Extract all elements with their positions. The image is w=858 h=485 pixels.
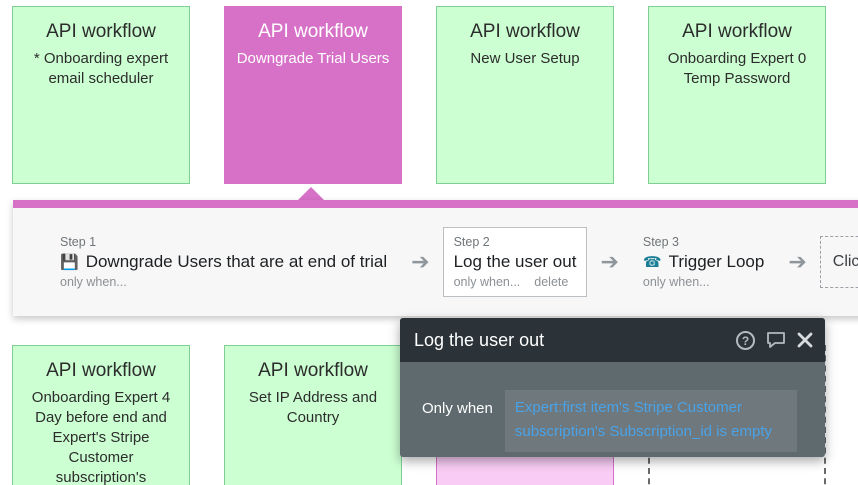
card-type-label: API workflow [682,21,792,42]
card-name-label: New User Setup [470,50,580,67]
step-only-when-label: only when... [453,275,521,289]
step-number-label: Step 3 [642,235,680,249]
card-type-label: API workflow [46,21,156,42]
step-arrow-icon: ➔ [600,249,619,274]
step-title-label: Log the user out [453,252,577,271]
property-editor-panel: Log the user out ? Only when [400,318,825,457]
property-editor-title: Log the user out [414,330,545,350]
property-editor-header: Log the user out ? [400,318,825,362]
workflow-card[interactable]: API workflow * Onboarding expert email s… [12,6,190,184]
step-arrow-icon: ➔ [788,249,807,274]
step-title-row: ☎ Trigger Loop [643,250,764,274]
step-title-label: Trigger Loop [668,252,765,271]
only-when-label: Only when [422,400,493,417]
workflow-card[interactable]: API workflow Set IP Address and Country [224,345,402,485]
step-only-when-label: only when... [642,275,710,289]
step-meta-row: only when... delete [454,274,577,291]
step-list: Step 1 💾 Downgrade Users that are at end… [13,226,858,298]
step-title-label: Downgrade Users that are at end of trial [85,252,388,271]
step-panel-accent-bar [13,200,858,208]
help-icon[interactable]: ? [736,330,755,350]
workflow-card[interactable]: API workflow Onboarding Expert 0 Temp Pa… [648,6,826,184]
save-icon: 💾 [60,253,79,271]
workflow-card[interactable]: API workflow Onboarding Expert 4 Day bef… [12,345,190,485]
card-name-label: Onboarding Expert 0 Temp Password [667,50,807,87]
step-arrow-icon: ➔ [411,249,430,274]
svg-text:?: ? [742,334,749,348]
workflow-step-1[interactable]: Step 1 💾 Downgrade Users that are at end… [49,227,398,297]
workflow-card[interactable]: API workflow New User Setup [436,6,614,184]
workflow-step-panel: Step 1 💾 Downgrade Users that are at end… [13,200,858,316]
card-name-label: Onboarding Expert 4 Day before end and E… [31,389,171,485]
step-meta-row: only when... [60,274,387,291]
step-title-row: Log the user out [454,250,577,274]
card-type-label: API workflow [258,360,368,381]
workflow-card-selected[interactable]: API workflow Downgrade Trial Users [224,6,402,184]
workflow-step-3[interactable]: Step 3 ☎ Trigger Loop only when... [632,227,775,297]
only-when-expression-text: Expert:first item's Stripe Customer subs… [514,399,773,440]
only-when-expression-field[interactable]: Expert:first item's Stripe Customer subs… [504,390,797,452]
add-step-button[interactable]: Click here to [819,236,858,288]
comment-icon[interactable] [766,331,786,350]
card-type-label: API workflow [470,21,580,42]
step-meta-row: only when... [643,274,764,291]
step-title-row: 💾 Downgrade Users that are at end of tri… [60,250,387,274]
step-number-label: Step 1 [60,235,97,249]
close-icon[interactable] [797,332,813,348]
step-only-when-label: only when... [60,275,127,289]
card-name-label: * Onboarding expert email scheduler [33,50,169,87]
card-name-label: Downgrade Trial Users [236,50,390,67]
alarm-icon: ☎ [642,253,662,271]
workflow-step-2[interactable]: Step 2 Log the user out only when... del… [442,227,588,297]
step-delete-link[interactable]: delete [534,275,569,289]
card-name-label: Set IP Address and Country [248,389,378,426]
card-type-label: API workflow [258,21,368,42]
property-editor-body: Only when Expert:first item's Stripe Cus… [400,362,825,452]
step-number-label: Step 2 [453,235,490,249]
card-type-label: API workflow [46,360,156,381]
step-panel-pointer [298,187,324,200]
